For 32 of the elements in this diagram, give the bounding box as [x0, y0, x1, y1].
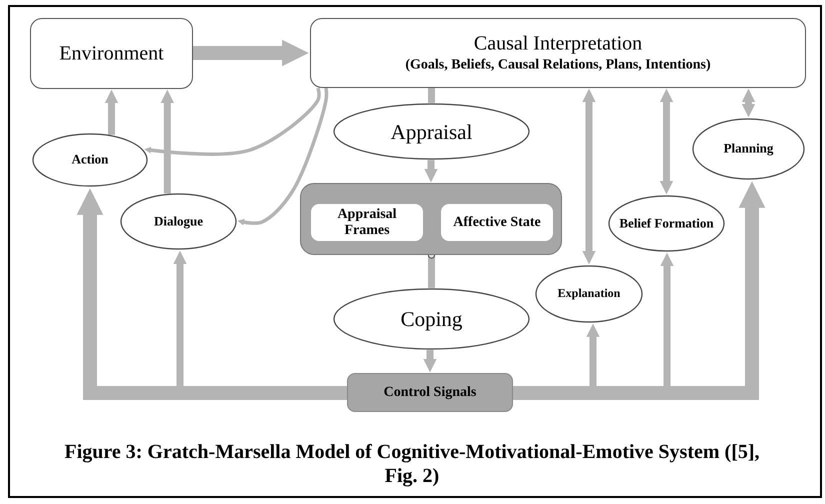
- node-label: Action: [70, 152, 110, 168]
- node-label: Environment: [58, 42, 165, 65]
- node-label: Appraisal: [390, 119, 474, 144]
- process-box: [347, 373, 513, 412]
- arrow: [144, 88, 321, 156]
- arrow: [423, 350, 437, 372]
- arrow: [237, 88, 328, 226]
- arrow: [582, 88, 596, 264]
- process-box: [30, 18, 193, 89]
- node-label: Control Signals: [382, 384, 478, 401]
- group-box: [300, 183, 562, 255]
- node-label: Affective State: [452, 214, 542, 231]
- node-label: Planning: [722, 142, 774, 156]
- node-label: Appraisal Frames: [336, 206, 398, 239]
- node-subtitle: (Goals, Beliefs, Causal Relations, Plans, Intentions): [404, 57, 712, 74]
- process-box: [311, 204, 423, 241]
- node-label: Explanation: [556, 287, 622, 301]
- arrow: [513, 181, 766, 400]
- arrow: [660, 88, 674, 194]
- arrow: [104, 90, 118, 135]
- arrow: [193, 40, 309, 66]
- node-label: Coping: [400, 306, 464, 332]
- node-label: Causal Interpretation: [472, 32, 644, 56]
- process-box: [441, 204, 553, 241]
- process-box: [310, 18, 806, 88]
- node-label: Belief Formation: [618, 216, 715, 231]
- arrow: [424, 160, 438, 182]
- arrow: [160, 90, 174, 194]
- arrow: [76, 188, 347, 400]
- caption: Figure 3: Gratch-Marsella Model of Cognitive-Motivational-Emotive System ([5], Fig. 2): [63, 440, 761, 488]
- arrow: [742, 88, 756, 118]
- node-label: Dialogue: [152, 214, 204, 229]
